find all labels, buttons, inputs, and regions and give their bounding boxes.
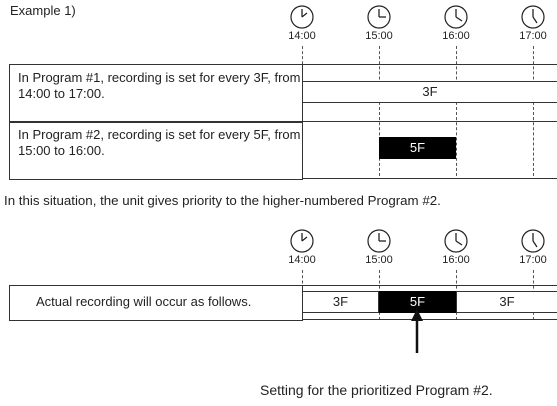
clock-time-label: 17:00 [519, 254, 547, 266]
clock-15-icon: 15:00 [365, 4, 393, 44]
actual-bar-3f-before: 3F [302, 291, 379, 313]
program1-text: In Program #1, recording is set for ever… [18, 70, 301, 101]
setting-caption: Setting for the prioritized Program #2. [260, 382, 493, 398]
time-guide-17 [533, 46, 534, 176]
actual-bar-3f-after: 3F [456, 291, 557, 313]
clock-time-label: 15:00 [365, 254, 393, 266]
program1-row [9, 64, 303, 123]
time-guide-15 [379, 46, 380, 176]
table-bottom-line [302, 178, 557, 179]
clock-time-label: 14:00 [288, 30, 316, 42]
table-top-line [302, 64, 557, 65]
clock-time-label: 15:00 [365, 30, 393, 42]
clock-14-icon: 14:00 [288, 228, 316, 268]
actual-row [9, 285, 303, 321]
clock-17-icon: 17:00 [519, 4, 547, 44]
actual-bottom-line [302, 319, 557, 320]
clock-16-icon: 16:00 [442, 4, 470, 44]
actual-top-line [302, 285, 557, 286]
clock-time-label: 16:00 [442, 254, 470, 266]
priority-text: In this situation, the unit gives priori… [4, 193, 441, 208]
program2-row [9, 121, 303, 180]
example-label: Example 1) [10, 3, 76, 18]
program2-bar: 5F [379, 137, 456, 159]
clock-time-label: 17:00 [519, 30, 547, 42]
up-arrow-icon [411, 309, 423, 353]
program1-bar: 3F [302, 81, 557, 103]
table-divider [302, 64, 303, 178]
clock-14-icon: 14:00 [288, 4, 316, 44]
clock-time-label: 14:00 [288, 254, 316, 266]
clock-15-icon: 15:00 [365, 228, 393, 268]
actual-text: Actual recording will occur as follows. [36, 294, 252, 309]
clock-16-icon: 16:00 [442, 228, 470, 268]
clock-time-label: 16:00 [442, 30, 470, 42]
table-mid-line [302, 121, 557, 122]
clock-17-icon: 17:00 [519, 228, 547, 268]
time-guide-16 [456, 46, 457, 176]
program2-text: In Program #2, recording is set for ever… [18, 127, 301, 158]
